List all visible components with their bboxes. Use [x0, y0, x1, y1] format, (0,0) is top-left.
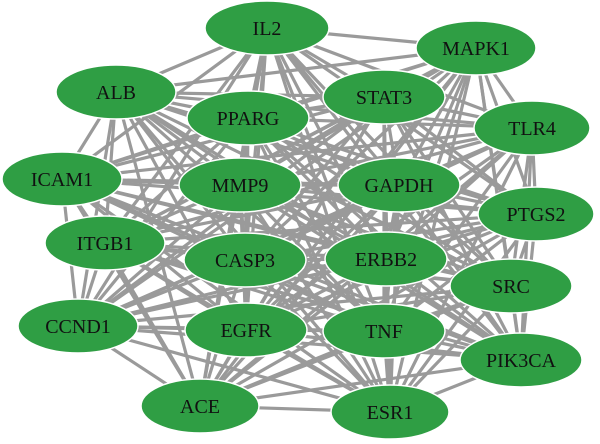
node-esr1: ESR1	[330, 384, 450, 440]
node-ellipse-erbb2	[324, 231, 448, 287]
node-src: SRC	[449, 258, 573, 314]
node-ellipse-pik3ca	[459, 332, 583, 388]
node-label-pparg: PPARG	[217, 108, 280, 130]
node-gapdh: GAPDH	[337, 157, 461, 213]
node-label-mapk1: MAPK1	[442, 38, 510, 60]
edge-ptgs2-ccnd1	[76, 212, 538, 328]
edge-tlr4-icam1	[60, 126, 534, 181]
node-label-egfr: EGFR	[220, 320, 272, 342]
node-casp3: CASP3	[183, 232, 307, 288]
node-egfr: EGFR	[184, 302, 308, 358]
node-pparg: PPARG	[186, 90, 310, 146]
node-label-mmp9: MMP9	[212, 175, 269, 197]
node-ace: ACE	[140, 378, 260, 434]
node-label-casp3: CASP3	[215, 250, 275, 272]
node-label-gapdh: GAPDH	[365, 175, 434, 197]
node-ellipse-gapdh	[337, 157, 461, 213]
node-mapk1: MAPK1	[415, 20, 537, 76]
node-ellipse-itgb1	[44, 215, 166, 271]
node-label-esr1: ESR1	[367, 402, 414, 424]
node-ellipse-stat3	[322, 69, 446, 125]
node-ellipse-mapk1	[415, 20, 537, 76]
node-ellipse-mmp9	[178, 157, 302, 213]
node-pik3ca: PIK3CA	[459, 332, 583, 388]
node-ellipse-ace	[140, 378, 260, 434]
edge-tlr4-tnf	[382, 126, 534, 333]
node-ellipse-esr1	[330, 384, 450, 440]
node-ccnd1: CCND1	[17, 298, 139, 354]
node-tlr4: TLR4	[473, 100, 591, 156]
node-label-stat3: STAT3	[356, 87, 412, 109]
node-label-ace: ACE	[180, 396, 220, 418]
node-itgb1: ITGB1	[44, 215, 166, 271]
edge-ptgs2-itgb1	[103, 212, 538, 245]
node-label-il2: IL2	[253, 18, 282, 40]
node-ellipse-casp3	[183, 232, 307, 288]
node-stat3: STAT3	[322, 69, 446, 125]
edge-mapk1-alb	[114, 46, 478, 94]
node-label-alb: ALB	[96, 82, 136, 104]
node-mmp9: MMP9	[178, 157, 302, 213]
node-label-tnf: TNF	[365, 321, 403, 343]
edge-alb-tlr4	[114, 90, 534, 130]
node-ellipse-ptgs2	[477, 186, 595, 242]
node-icam1: ICAM1	[1, 151, 123, 207]
node-ellipse-src	[449, 258, 573, 314]
node-label-ptgs2: PTGS2	[507, 204, 566, 226]
node-ellipse-alb	[55, 64, 177, 120]
edge-ptgs2-esr1	[388, 212, 538, 414]
node-label-src: SRC	[492, 276, 530, 298]
node-label-erbb2: ERBB2	[355, 249, 417, 271]
node-ellipse-tlr4	[473, 100, 591, 156]
node-label-pik3ca: PIK3CA	[486, 350, 557, 372]
node-ellipse-ccnd1	[17, 298, 139, 354]
edge-src-ccnd1	[76, 284, 513, 328]
node-label-icam1: ICAM1	[31, 169, 93, 191]
node-ellipse-tnf	[322, 303, 446, 359]
node-ellipse-il2	[204, 0, 330, 56]
node-ptgs2: PTGS2	[477, 186, 595, 242]
edge-itgb1-pik3ca	[103, 241, 523, 362]
node-label-ccnd1: CCND1	[45, 316, 111, 338]
node-label-itgb1: ITGB1	[77, 233, 134, 255]
node-ellipse-icam1	[1, 151, 123, 207]
node-alb: ALB	[55, 64, 177, 120]
edge-itgb1-ace	[103, 241, 202, 408]
node-ellipse-pparg	[186, 90, 310, 146]
node-ellipse-egfr	[184, 302, 308, 358]
node-il2: IL2	[204, 0, 330, 56]
node-erbb2: ERBB2	[324, 231, 448, 287]
edge-mmp9-esr1	[238, 183, 392, 414]
node-tnf: TNF	[322, 303, 446, 359]
node-label-tlr4: TLR4	[508, 118, 556, 140]
edge-icam1-ptgs2	[60, 177, 538, 216]
